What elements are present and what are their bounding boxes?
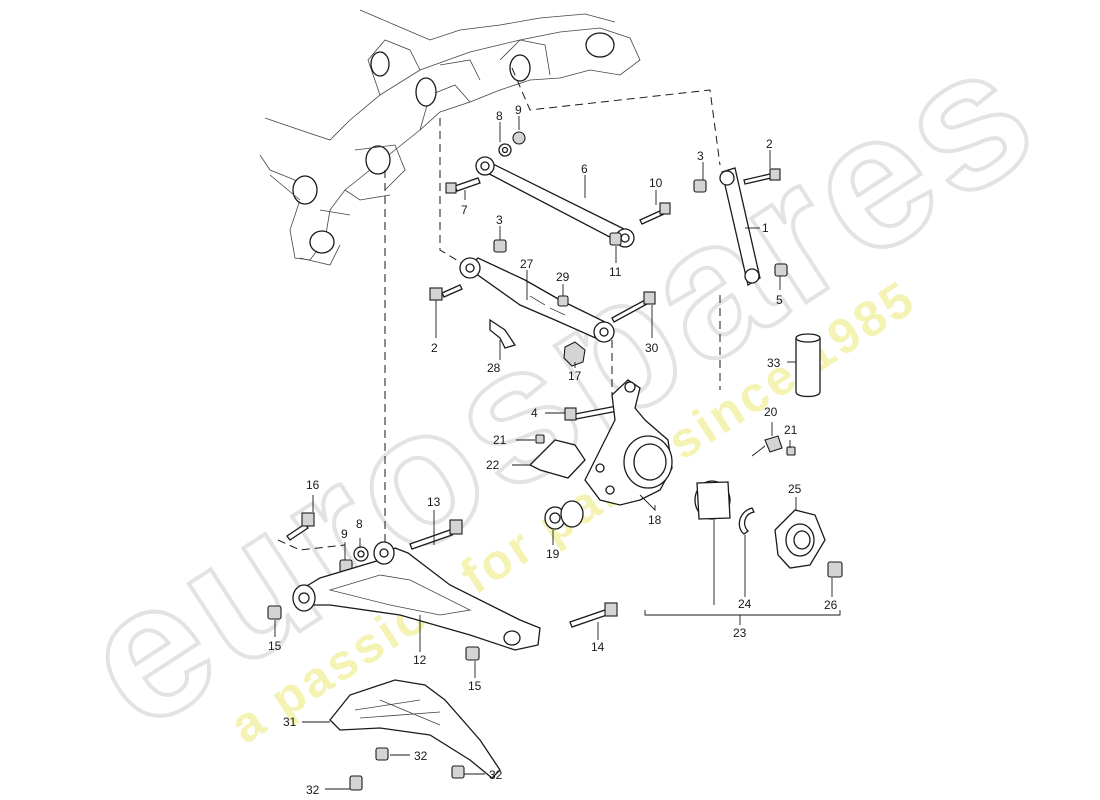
callout-15: 15	[468, 679, 482, 693]
callout-21: 21	[493, 433, 507, 447]
callout-18: 18	[648, 513, 662, 527]
callout-3: 3	[697, 149, 704, 163]
callout-32: 32	[489, 768, 503, 782]
callout-10: 10	[649, 176, 663, 190]
callout-20: 20	[764, 405, 778, 419]
bolts	[286, 168, 781, 628]
rear-subframe	[259, 9, 641, 266]
underbody-panel-31	[329, 679, 501, 779]
callout-23: 23	[733, 626, 747, 640]
wheel-carrier-18	[584, 379, 673, 506]
wheel-hub-25	[774, 509, 826, 569]
clip-28	[489, 318, 517, 349]
callout-15: 15	[268, 639, 282, 653]
spacer-33	[795, 333, 821, 398]
callout-29: 29	[556, 270, 570, 284]
callout-14: 14	[591, 640, 605, 654]
callout-4: 4	[531, 406, 538, 420]
callout-9: 9	[515, 103, 522, 117]
dashed-guides	[277, 67, 721, 551]
callout-31: 31	[283, 715, 297, 729]
callout-33: 33	[767, 356, 781, 370]
callout-32: 32	[414, 749, 428, 763]
leader-lines	[274, 116, 841, 790]
callout-5: 5	[776, 293, 783, 307]
shield-22	[528, 439, 586, 479]
callout-27: 27	[520, 257, 534, 271]
bushing-19	[544, 500, 584, 530]
bushing-17	[563, 341, 586, 367]
wheel-bearing	[694, 480, 731, 520]
callout-13: 13	[427, 495, 441, 509]
callout-2: 2	[766, 137, 773, 151]
lower-link-27	[459, 257, 615, 343]
callout-7: 7	[461, 203, 468, 217]
callout-12: 12	[413, 653, 427, 667]
trailing-link-1	[719, 167, 761, 287]
callout-32: 32	[306, 783, 320, 797]
callout-labels: 1 2 2 3 3 4 5 6 7 8 8 9 9 10 11 12 13 14…	[268, 103, 838, 797]
circlip	[738, 507, 755, 535]
callout-21: 21	[784, 423, 798, 437]
callout-17: 17	[568, 369, 582, 383]
callout-30: 30	[645, 341, 659, 355]
callout-1: 1	[762, 221, 769, 235]
callout-16: 16	[306, 478, 320, 492]
callout-11: 11	[609, 265, 622, 279]
callout-28: 28	[487, 361, 501, 375]
callout-26: 26	[824, 598, 838, 612]
nuts	[267, 131, 843, 791]
callout-24: 24	[738, 597, 752, 611]
callout-8: 8	[496, 109, 503, 123]
sensor-20	[751, 435, 783, 457]
lower-control-arm-12	[292, 541, 541, 651]
callout-9: 9	[341, 527, 348, 541]
callout-3: 3	[496, 213, 503, 227]
callout-25: 25	[788, 482, 802, 496]
callout-6: 6	[581, 162, 588, 176]
callout-2: 2	[431, 341, 438, 355]
callout-8: 8	[356, 517, 363, 531]
callout-22: 22	[486, 458, 500, 472]
callout-19: 19	[546, 547, 560, 561]
